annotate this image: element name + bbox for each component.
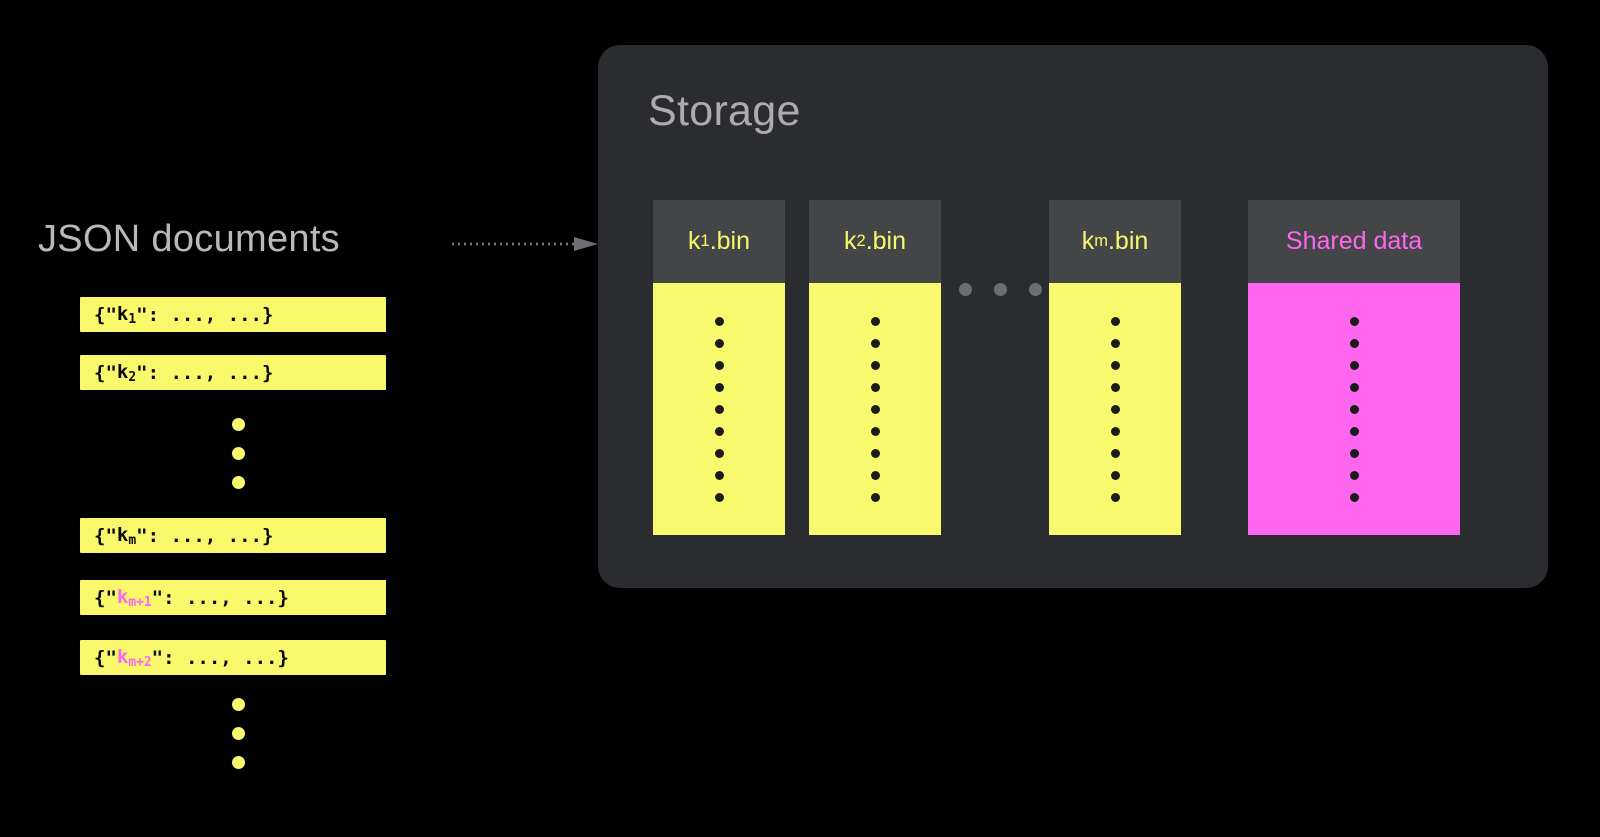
record-dot xyxy=(1349,448,1359,458)
ellipsis-dot xyxy=(232,756,245,769)
record-dot xyxy=(870,360,880,370)
ellipsis-dot xyxy=(1029,283,1042,296)
json-document-box-2: {"k2": ..., ...} xyxy=(80,355,386,390)
doc-key: k1 xyxy=(116,302,137,327)
record-dot xyxy=(1110,316,1120,326)
doc-suffix: ": ..., ...} xyxy=(136,524,274,547)
record-dot xyxy=(1110,404,1120,414)
record-dot xyxy=(1349,382,1359,392)
doc-suffix: ": ..., ...} xyxy=(136,361,274,384)
doc-prefix: {" xyxy=(94,646,117,669)
json-documents-title: JSON documents xyxy=(38,218,340,260)
ellipsis-dot xyxy=(232,418,245,431)
bin-shared-data[interactable]: Shared data xyxy=(1248,200,1460,535)
ellipsis-dot xyxy=(232,447,245,460)
record-dot xyxy=(870,382,880,392)
doc-key: km xyxy=(116,523,137,548)
record-dot xyxy=(714,426,724,436)
bin-shared-data-body xyxy=(1248,283,1460,535)
record-dot xyxy=(870,404,880,414)
record-dot xyxy=(714,448,724,458)
record-dot xyxy=(1349,426,1359,436)
doc-suffix: ": ..., ...} xyxy=(151,586,289,609)
doc-prefix: {" xyxy=(94,303,117,326)
record-dot xyxy=(870,316,880,326)
doc-suffix: ": ..., ...} xyxy=(136,303,274,326)
json-document-box-1: {"k1": ..., ...} xyxy=(80,297,386,332)
bin-shared-data-header: Shared data xyxy=(1248,200,1460,283)
record-dot xyxy=(714,382,724,392)
bin-km-body xyxy=(1049,283,1181,535)
json-document-box-m1: {"km+1": ..., ...} xyxy=(80,580,386,615)
ellipsis-dot xyxy=(959,283,972,296)
record-dot xyxy=(1110,382,1120,392)
record-dot xyxy=(870,426,880,436)
doc-prefix: {" xyxy=(94,361,117,384)
ellipsis-dot xyxy=(232,727,245,740)
record-dot xyxy=(1349,470,1359,480)
record-dot xyxy=(1110,448,1120,458)
doc-key: k2 xyxy=(116,360,137,385)
ellipsis-dot xyxy=(994,283,1007,296)
record-dot xyxy=(1349,492,1359,502)
record-dot xyxy=(714,338,724,348)
record-dot xyxy=(1349,316,1359,326)
doc-prefix: {" xyxy=(94,586,117,609)
record-dot xyxy=(1110,470,1120,480)
record-dot xyxy=(870,338,880,348)
doc-suffix: ": ..., ...} xyxy=(151,646,289,669)
record-dot xyxy=(714,470,724,480)
json-document-box-m2: {"km+2": ..., ...} xyxy=(80,640,386,675)
doc-key-highlighted: km+2 xyxy=(116,645,152,670)
record-dot xyxy=(1110,426,1120,436)
ellipsis-dot xyxy=(232,698,245,711)
storage-title: Storage xyxy=(648,87,801,135)
record-dot xyxy=(1349,338,1359,348)
json-document-box-m: {"km": ..., ...} xyxy=(80,518,386,553)
bin-k1-body xyxy=(653,283,785,535)
arrow-icon xyxy=(452,237,598,251)
record-dot xyxy=(1110,360,1120,370)
record-dot xyxy=(870,492,880,502)
flow-arrow xyxy=(452,236,600,252)
record-dot xyxy=(870,470,880,480)
record-dot xyxy=(714,492,724,502)
bins-ellipsis xyxy=(959,283,1042,296)
record-dot xyxy=(1110,338,1120,348)
record-dot xyxy=(714,360,724,370)
record-dot xyxy=(714,404,724,414)
doc-prefix: {" xyxy=(94,524,117,547)
doc-key-highlighted: km+1 xyxy=(116,585,152,610)
bin-k2-body xyxy=(809,283,941,535)
record-dot xyxy=(1110,492,1120,502)
documents-ellipsis-bottom xyxy=(232,698,245,769)
documents-ellipsis-top xyxy=(232,418,245,489)
record-dot xyxy=(714,316,724,326)
ellipsis-dot xyxy=(232,476,245,489)
record-dot xyxy=(870,448,880,458)
record-dot xyxy=(1349,360,1359,370)
record-dot xyxy=(1349,404,1359,414)
